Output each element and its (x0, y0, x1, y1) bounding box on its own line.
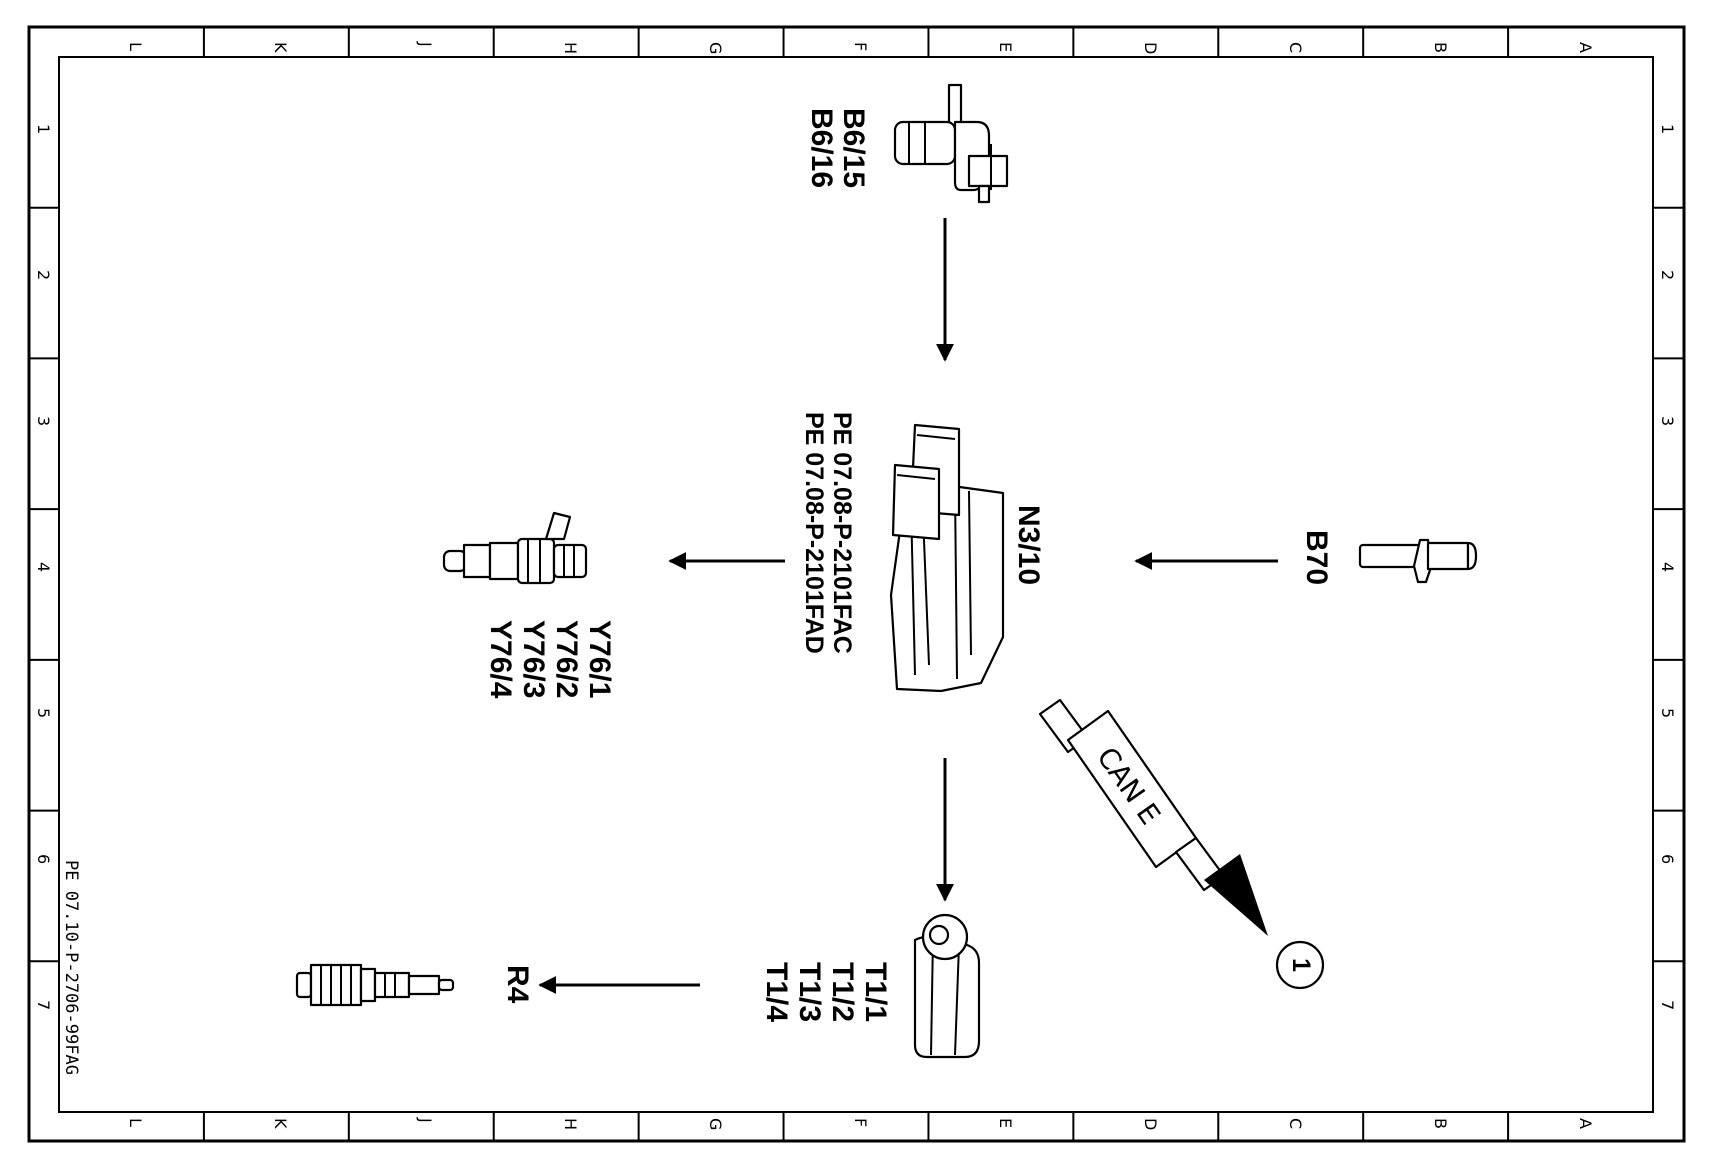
row-label: 6 (34, 854, 53, 864)
ignition-coil-icon (913, 913, 981, 1059)
column-label: L (126, 1118, 145, 1127)
column-label: E (996, 1118, 1015, 1128)
row-label: 1 (34, 124, 53, 134)
component-label: Y76/3 (517, 620, 550, 698)
column-label: E (996, 42, 1015, 52)
component-label: Y76/2 (550, 620, 583, 698)
ignition-coil-labels: T1/1 T1/2 T1/3 T1/4 (760, 962, 892, 1022)
component-label: T1/2 (826, 962, 859, 1022)
row-label: 3 (1658, 416, 1677, 426)
column-label: A (1576, 42, 1595, 53)
column-label: K (271, 1118, 290, 1129)
row-label: 2 (1658, 270, 1677, 280)
column-label: K (271, 42, 290, 53)
injector-labels: Y76/1 Y76/2 Y76/3 Y76/4 (484, 620, 616, 699)
row-labels-right: 1 2 3 4 5 6 7 (1658, 124, 1677, 1010)
drawing-frame (27, 25, 1686, 1143)
component-label: T1/1 (859, 962, 892, 1022)
component-label: B6/16 (805, 108, 838, 188)
component-label: T1/4 (760, 962, 793, 1022)
column-label: C (1286, 1118, 1305, 1129)
document-reference: PE 07.08-P-2101FAC (828, 412, 856, 654)
column-label: F (851, 42, 870, 51)
row-label: 7 (34, 1000, 53, 1010)
row-label: 5 (34, 708, 53, 718)
ecu-labels: N3/10 PE 07.08-P-2101FAC PE 07.08-P-2101… (800, 412, 1045, 654)
row-label: 2 (34, 270, 53, 280)
component-label: R4 (501, 965, 534, 1004)
column-label: B (1431, 42, 1450, 53)
component-label: Y76/4 (484, 620, 517, 699)
document-reference: PE 07.08-P-2101FAD (800, 412, 828, 654)
row-labels-left: 1 2 3 4 5 6 7 (34, 124, 53, 1010)
component-label: B6/15 (837, 108, 870, 188)
component-label: B70 (1300, 530, 1333, 585)
can-bus-connector: CAN E (1038, 698, 1268, 936)
spark-plug-icon (295, 963, 455, 1007)
can-target-marker: 1 (1275, 940, 1325, 990)
column-label: J (416, 41, 435, 47)
camshaft-sensor-icon (893, 83, 1009, 204)
camshaft-sensor-labels: B6/15 B6/16 (805, 108, 870, 188)
component-label: Y76/1 (583, 620, 616, 698)
column-labels-top: L K J H G F E D C B A (126, 41, 1595, 54)
column-label: F (851, 1118, 870, 1127)
document-id: PE 07.10-P-2706-99FAG (61, 860, 81, 1075)
row-label: 5 (1658, 708, 1677, 718)
column-label: B (1431, 1118, 1450, 1129)
column-label: C (1286, 42, 1305, 53)
column-label: G (706, 1118, 725, 1130)
column-label: L (126, 42, 145, 51)
column-label: D (1141, 1118, 1160, 1130)
crankshaft-sensor-icon (1358, 538, 1478, 584)
can-target-number: 1 (1287, 958, 1315, 972)
row-label: 1 (1658, 124, 1677, 134)
row-label: 7 (1658, 1000, 1677, 1010)
column-label: H (561, 42, 580, 54)
component-label: N3/10 (1012, 505, 1045, 585)
column-label: J (416, 1117, 435, 1123)
row-label: 6 (1658, 854, 1677, 864)
column-label: A (1576, 1118, 1595, 1129)
row-label: 4 (1658, 562, 1677, 572)
component-label: T1/3 (793, 962, 826, 1022)
column-label: G (706, 42, 725, 54)
row-label: 4 (34, 562, 53, 572)
column-labels-bottom: L K J H G F E D C B A (126, 1117, 1595, 1130)
fuel-injector-icon (442, 511, 588, 585)
row-label: 3 (34, 416, 53, 426)
column-label: D (1141, 42, 1160, 54)
ecu-icon (889, 423, 1005, 693)
column-label: H (561, 1118, 580, 1130)
